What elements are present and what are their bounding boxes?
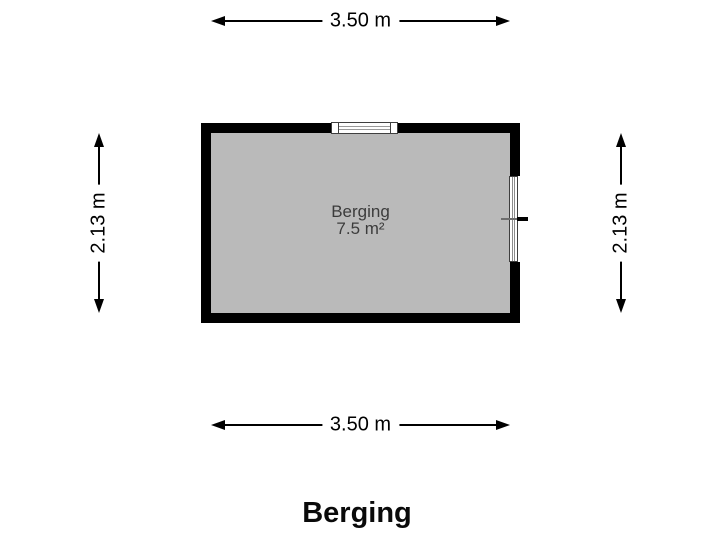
door-handle-tab-icon	[517, 217, 528, 221]
window-glass-line	[339, 126, 390, 127]
plan-title: Berging	[302, 497, 412, 529]
window-glass-line	[339, 129, 390, 130]
arrow-left-icon	[211, 16, 225, 26]
room-berging	[201, 123, 520, 323]
arrow-right-icon	[496, 420, 510, 430]
window-frame-divider	[390, 123, 391, 133]
room-label: Berging 7.5 m²	[211, 203, 510, 237]
dimension-label-bottom: 3.50 m	[321, 413, 400, 437]
dimension-top: 3.50 m	[211, 9, 510, 33]
dimension-label-top: 3.50 m	[321, 9, 400, 33]
arrow-right-icon	[496, 16, 510, 26]
room-name: Berging	[331, 202, 390, 221]
dimension-bottom: 3.50 m	[211, 413, 510, 437]
dimension-left: 2.13 m	[86, 133, 111, 313]
dimension-right: 2.13 m	[608, 133, 633, 313]
room-floor	[211, 133, 510, 313]
room-area: 7.5 m²	[336, 219, 385, 238]
arrow-left-icon	[211, 420, 225, 430]
door-handle-icon	[501, 218, 518, 220]
arrow-down-icon	[615, 299, 626, 313]
dimension-label-right: 2.13 m	[609, 184, 632, 262]
arrow-up-icon	[93, 133, 104, 147]
window-frame-divider	[338, 123, 339, 133]
arrow-up-icon	[615, 133, 626, 147]
arrow-down-icon	[93, 299, 104, 313]
window-icon	[331, 122, 398, 134]
dimension-label-left: 2.13 m	[87, 184, 110, 262]
